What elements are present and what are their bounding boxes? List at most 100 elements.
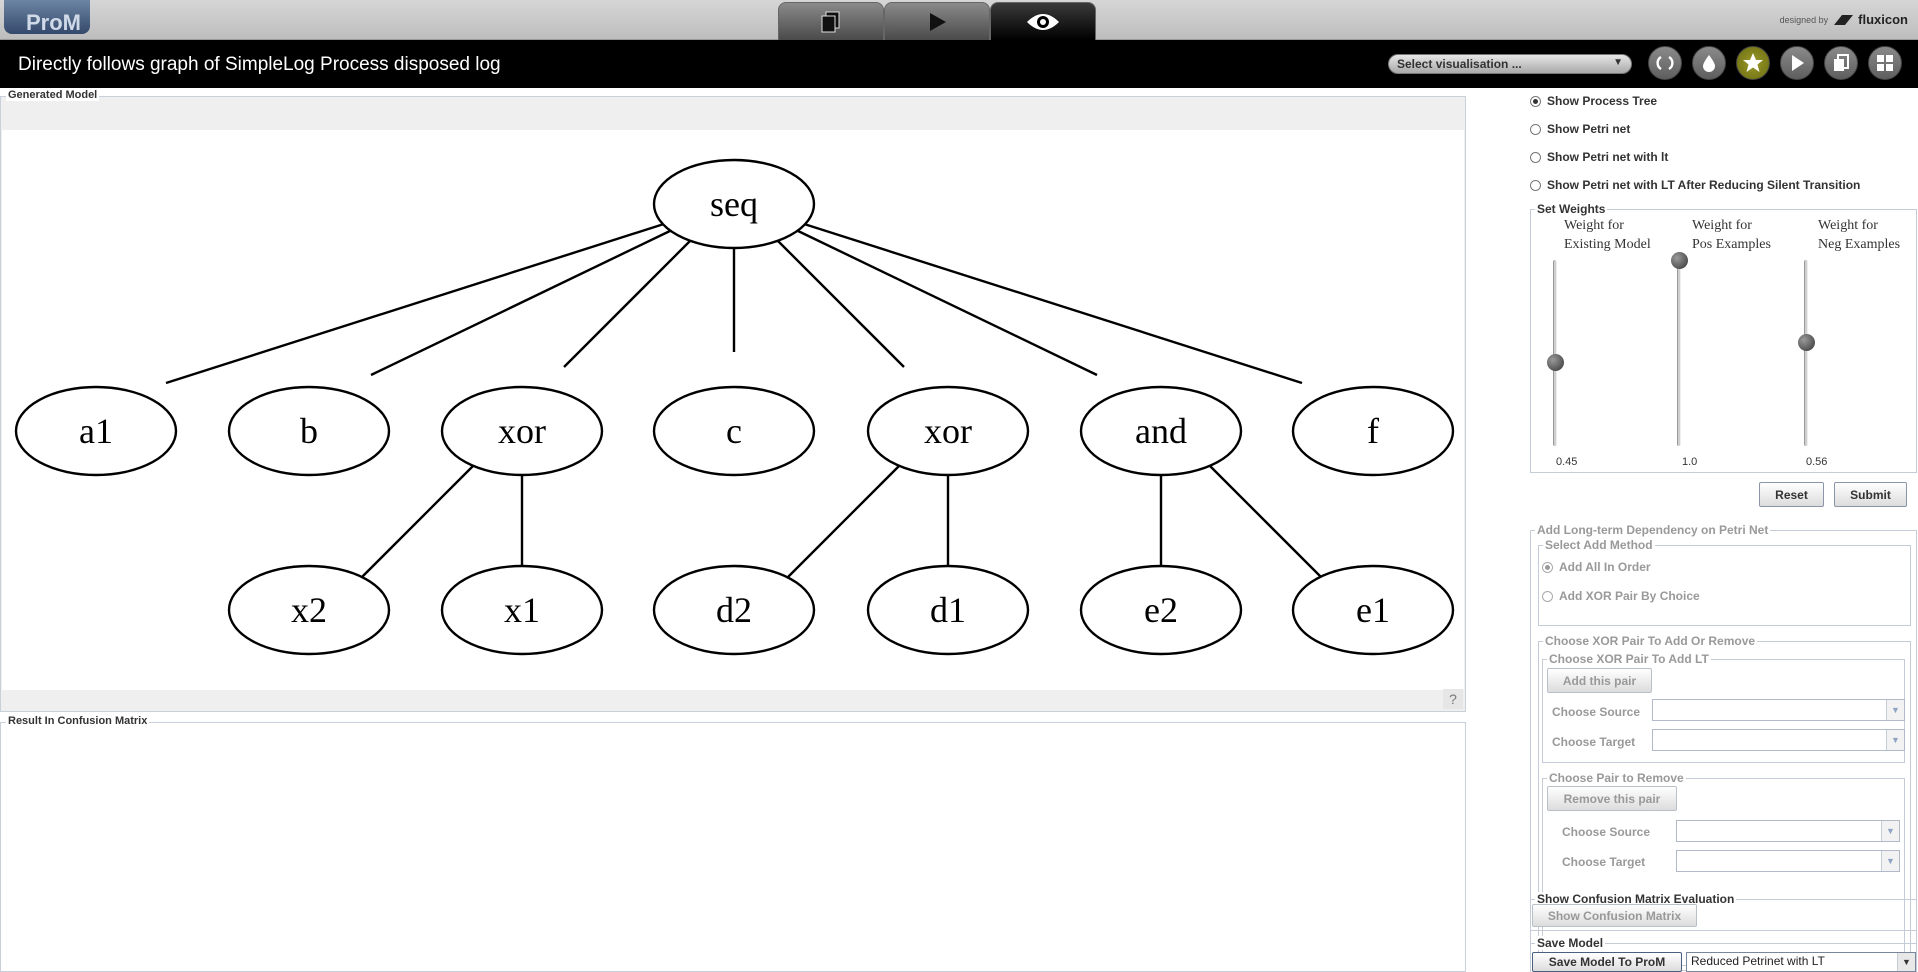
copy-icon — [1834, 54, 1849, 71]
favorite-button[interactable] — [1736, 46, 1770, 80]
copy-button[interactable] — [1824, 46, 1858, 80]
tab-views[interactable] — [990, 2, 1096, 40]
brand-name: fluxicon — [1858, 12, 1908, 27]
radio-add-xor-pair[interactable]: Add XOR Pair By Choice — [1542, 589, 1700, 603]
radio-label: Add All In Order — [1559, 560, 1651, 574]
tree-node-e1[interactable]: e1 — [1291, 564, 1455, 656]
add-method-title: Select Add Method — [1543, 538, 1655, 552]
tree-node-label: a1 — [79, 411, 113, 451]
slider-neg-handle[interactable] — [1798, 333, 1815, 351]
reset-button[interactable]: Reset — [1759, 482, 1824, 507]
radio-show-petri-net-lt[interactable]: Show Petri net with lt — [1530, 150, 1668, 164]
tree-edge — [165, 221, 668, 385]
eye-icon — [1027, 13, 1059, 30]
tree-node-label: and — [1135, 411, 1187, 451]
confusion-matrix-title: Result In Confusion Matrix — [6, 715, 150, 727]
add-pair-button[interactable]: Add this pair — [1547, 668, 1652, 693]
chevron-down-icon: ▼ — [1881, 821, 1899, 841]
confusion-matrix-panel: Result In Confusion Matrix — [0, 715, 1466, 972]
play-button[interactable] — [1780, 46, 1814, 80]
mode-tabs — [778, 2, 1096, 40]
drop-button[interactable] — [1692, 46, 1726, 80]
tree-node-label: xor — [924, 411, 972, 451]
remove-target-label: Choose Target — [1562, 855, 1646, 869]
tree-node-label: seq — [710, 184, 758, 224]
weight-label-line: Existing Model — [1564, 237, 1651, 252]
tree-node-x2[interactable]: x2 — [227, 564, 391, 656]
tree-node-e2[interactable]: e2 — [1079, 564, 1243, 656]
tree-node-and[interactable]: and — [1079, 385, 1243, 477]
radio-show-petri-net-lt-reduced[interactable]: Show Petri net with LT After Reducing Si… — [1530, 178, 1860, 192]
weight-existing-label: Weight for Existing Model — [1564, 216, 1651, 254]
add-lt-title: Choose XOR Pair To Add LT — [1547, 652, 1711, 666]
brand-designed-by: designed by — [1779, 14, 1829, 25]
tree-edge — [777, 240, 905, 368]
tree-node-c[interactable]: c — [652, 385, 816, 477]
tree-node-xor-2[interactable]: xor — [866, 385, 1030, 477]
tree-node-x1[interactable]: x1 — [440, 564, 604, 656]
remove-target-select[interactable]: ▼ — [1676, 850, 1900, 872]
choose-xor-pair-title: Choose XOR Pair To Add Or Remove — [1543, 634, 1758, 648]
tree-node-b[interactable]: b — [227, 385, 391, 477]
layout-button[interactable] — [1868, 46, 1902, 80]
tree-node-seq[interactable]: seq — [652, 158, 816, 250]
generated-model-title: Generated Model — [6, 89, 100, 101]
remove-pair-button[interactable]: Remove this pair — [1547, 786, 1677, 811]
help-icon[interactable]: ? — [1443, 689, 1463, 709]
submit-button[interactable]: Submit — [1834, 482, 1907, 507]
workspace-icon — [821, 11, 840, 32]
radio-icon — [1530, 151, 1541, 163]
add-target-label: Choose Target — [1552, 735, 1636, 749]
top-bar: ProM designed by fluxicon — [0, 0, 1918, 40]
slider-pos-handle[interactable] — [1671, 252, 1688, 269]
radio-add-all-in-order[interactable]: Add All In Order — [1542, 560, 1651, 574]
tree-node-label: x1 — [504, 590, 540, 630]
tree-node-a1[interactable]: a1 — [14, 385, 178, 477]
fluxicon-logo-icon — [1834, 14, 1854, 25]
slider-pos-track[interactable] — [1677, 260, 1681, 446]
tree-edge — [800, 221, 1303, 385]
tab-actions[interactable] — [884, 2, 990, 40]
star-icon — [1743, 53, 1763, 72]
show-confusion-matrix-button[interactable]: Show Confusion Matrix — [1532, 904, 1697, 927]
tree-node-label: e1 — [1356, 590, 1390, 630]
slider-existing-handle[interactable] — [1547, 354, 1564, 372]
settings-panel: Show Process Tree Show Petri net Show Pe… — [1520, 88, 1918, 972]
refresh-button[interactable] — [1648, 46, 1682, 80]
chevron-down-icon: ▼ — [1897, 953, 1915, 971]
radio-show-process-tree[interactable]: Show Process Tree — [1530, 94, 1657, 108]
weight-pos-label: Weight for Pos Examples — [1692, 216, 1771, 254]
visualisation-select-label: Select visualisation ... — [1397, 57, 1522, 71]
tab-workspace[interactable] — [778, 2, 884, 40]
tree-node-label: d2 — [716, 590, 752, 630]
radio-show-petri-net[interactable]: Show Petri net — [1530, 122, 1630, 136]
tree-edge — [795, 228, 1098, 377]
add-target-select[interactable]: ▼ — [1652, 729, 1905, 751]
tree-edge — [1203, 459, 1331, 587]
slider-neg-track[interactable] — [1804, 260, 1808, 446]
save-model-button[interactable]: Save Model To ProM — [1532, 952, 1682, 972]
radio-label: Show Petri net — [1547, 122, 1631, 136]
radio-label: Show Petri net with lt — [1547, 150, 1669, 164]
visualisation-select[interactable]: Select visualisation ... ▼ — [1388, 54, 1632, 74]
save-format-value: Reduced Petrinet with LT — [1691, 954, 1825, 968]
tree-node-label: d1 — [930, 590, 966, 630]
add-source-select[interactable]: ▼ — [1652, 699, 1905, 721]
weight-neg-label: Weight for Neg Examples — [1818, 216, 1900, 254]
brand: designed by fluxicon — [1780, 12, 1908, 27]
grid-icon — [1877, 55, 1893, 71]
save-format-select[interactable]: Reduced Petrinet with LT ▼ — [1686, 952, 1916, 972]
tree-node-d2[interactable]: d2 — [652, 564, 816, 656]
process-tree-view[interactable]: seq a1 b xor c xor — [2, 130, 1464, 690]
tree-node-f[interactable]: f — [1291, 385, 1455, 477]
set-weights-title: Set Weights — [1535, 202, 1608, 216]
tree-node-label: x2 — [291, 590, 327, 630]
slider-existing-track[interactable] — [1553, 260, 1557, 446]
tree-node-d1[interactable]: d1 — [866, 564, 1030, 656]
add-lt-group: Choose XOR Pair To Add LT — [1542, 652, 1905, 763]
tree-node-label: e2 — [1144, 590, 1178, 630]
weight-label-line: Weight for — [1564, 218, 1624, 233]
tree-node-label: f — [1367, 411, 1379, 451]
remove-source-select[interactable]: ▼ — [1676, 820, 1900, 842]
tree-node-xor-1[interactable]: xor — [440, 385, 604, 477]
